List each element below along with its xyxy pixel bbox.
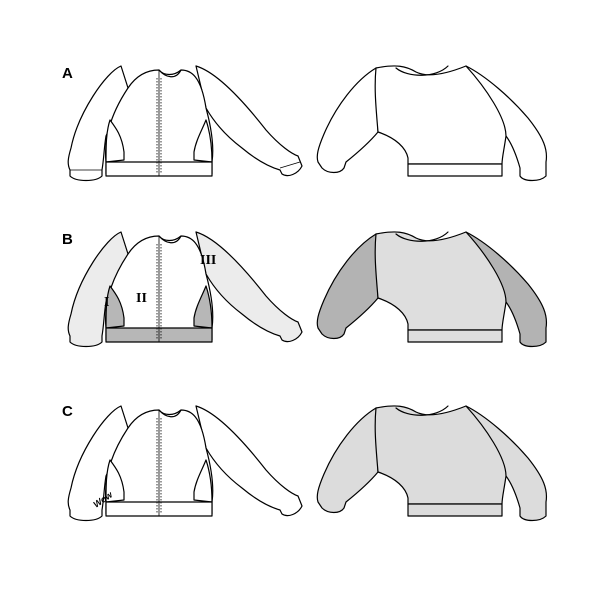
- view-b: B I II III: [62, 231, 548, 348]
- right-sleeve: [195, 65, 303, 177]
- back-body: [374, 65, 507, 165]
- front-view-b: I II III: [67, 231, 303, 348]
- back-view-c: [316, 405, 548, 522]
- panel-label-iii: III: [200, 253, 216, 268]
- view-label-b: B: [62, 231, 73, 248]
- back-waistband: [407, 329, 503, 343]
- back-waistband: [407, 163, 503, 177]
- right-sleeve: [195, 231, 303, 343]
- back-body: [374, 405, 507, 505]
- view-a: A: [62, 65, 548, 182]
- right-side-panel: [193, 459, 213, 503]
- back-left-sleeve: [316, 407, 379, 514]
- back-neckline: [395, 65, 449, 76]
- view-c: C Wow: [62, 403, 548, 522]
- back-left-sleeve: [316, 233, 379, 340]
- view-label-c: C: [62, 403, 73, 420]
- neckline: [158, 235, 182, 242]
- neckline: [158, 69, 182, 76]
- back-neckline: [395, 231, 449, 242]
- back-left-sleeve: [316, 67, 379, 174]
- right-side-panel: [193, 119, 213, 163]
- left-side-panel: [105, 459, 125, 503]
- back-body: [374, 231, 507, 331]
- left-side-panel: [105, 119, 125, 163]
- right-side-panel: [193, 285, 213, 329]
- view-label-a: A: [62, 65, 73, 82]
- front-view-a: [67, 65, 303, 182]
- back-waistband: [407, 503, 503, 517]
- panel-label-ii: II: [136, 291, 147, 306]
- left-side-panel: [105, 285, 125, 329]
- back-neckline: [395, 405, 449, 416]
- right-sleeve: [195, 405, 303, 517]
- neckline: [158, 409, 182, 416]
- back-view-b: [316, 231, 548, 348]
- panel-label-i: I: [104, 295, 109, 310]
- back-view-a: [316, 65, 548, 182]
- front-view-c: Wow: [67, 405, 303, 522]
